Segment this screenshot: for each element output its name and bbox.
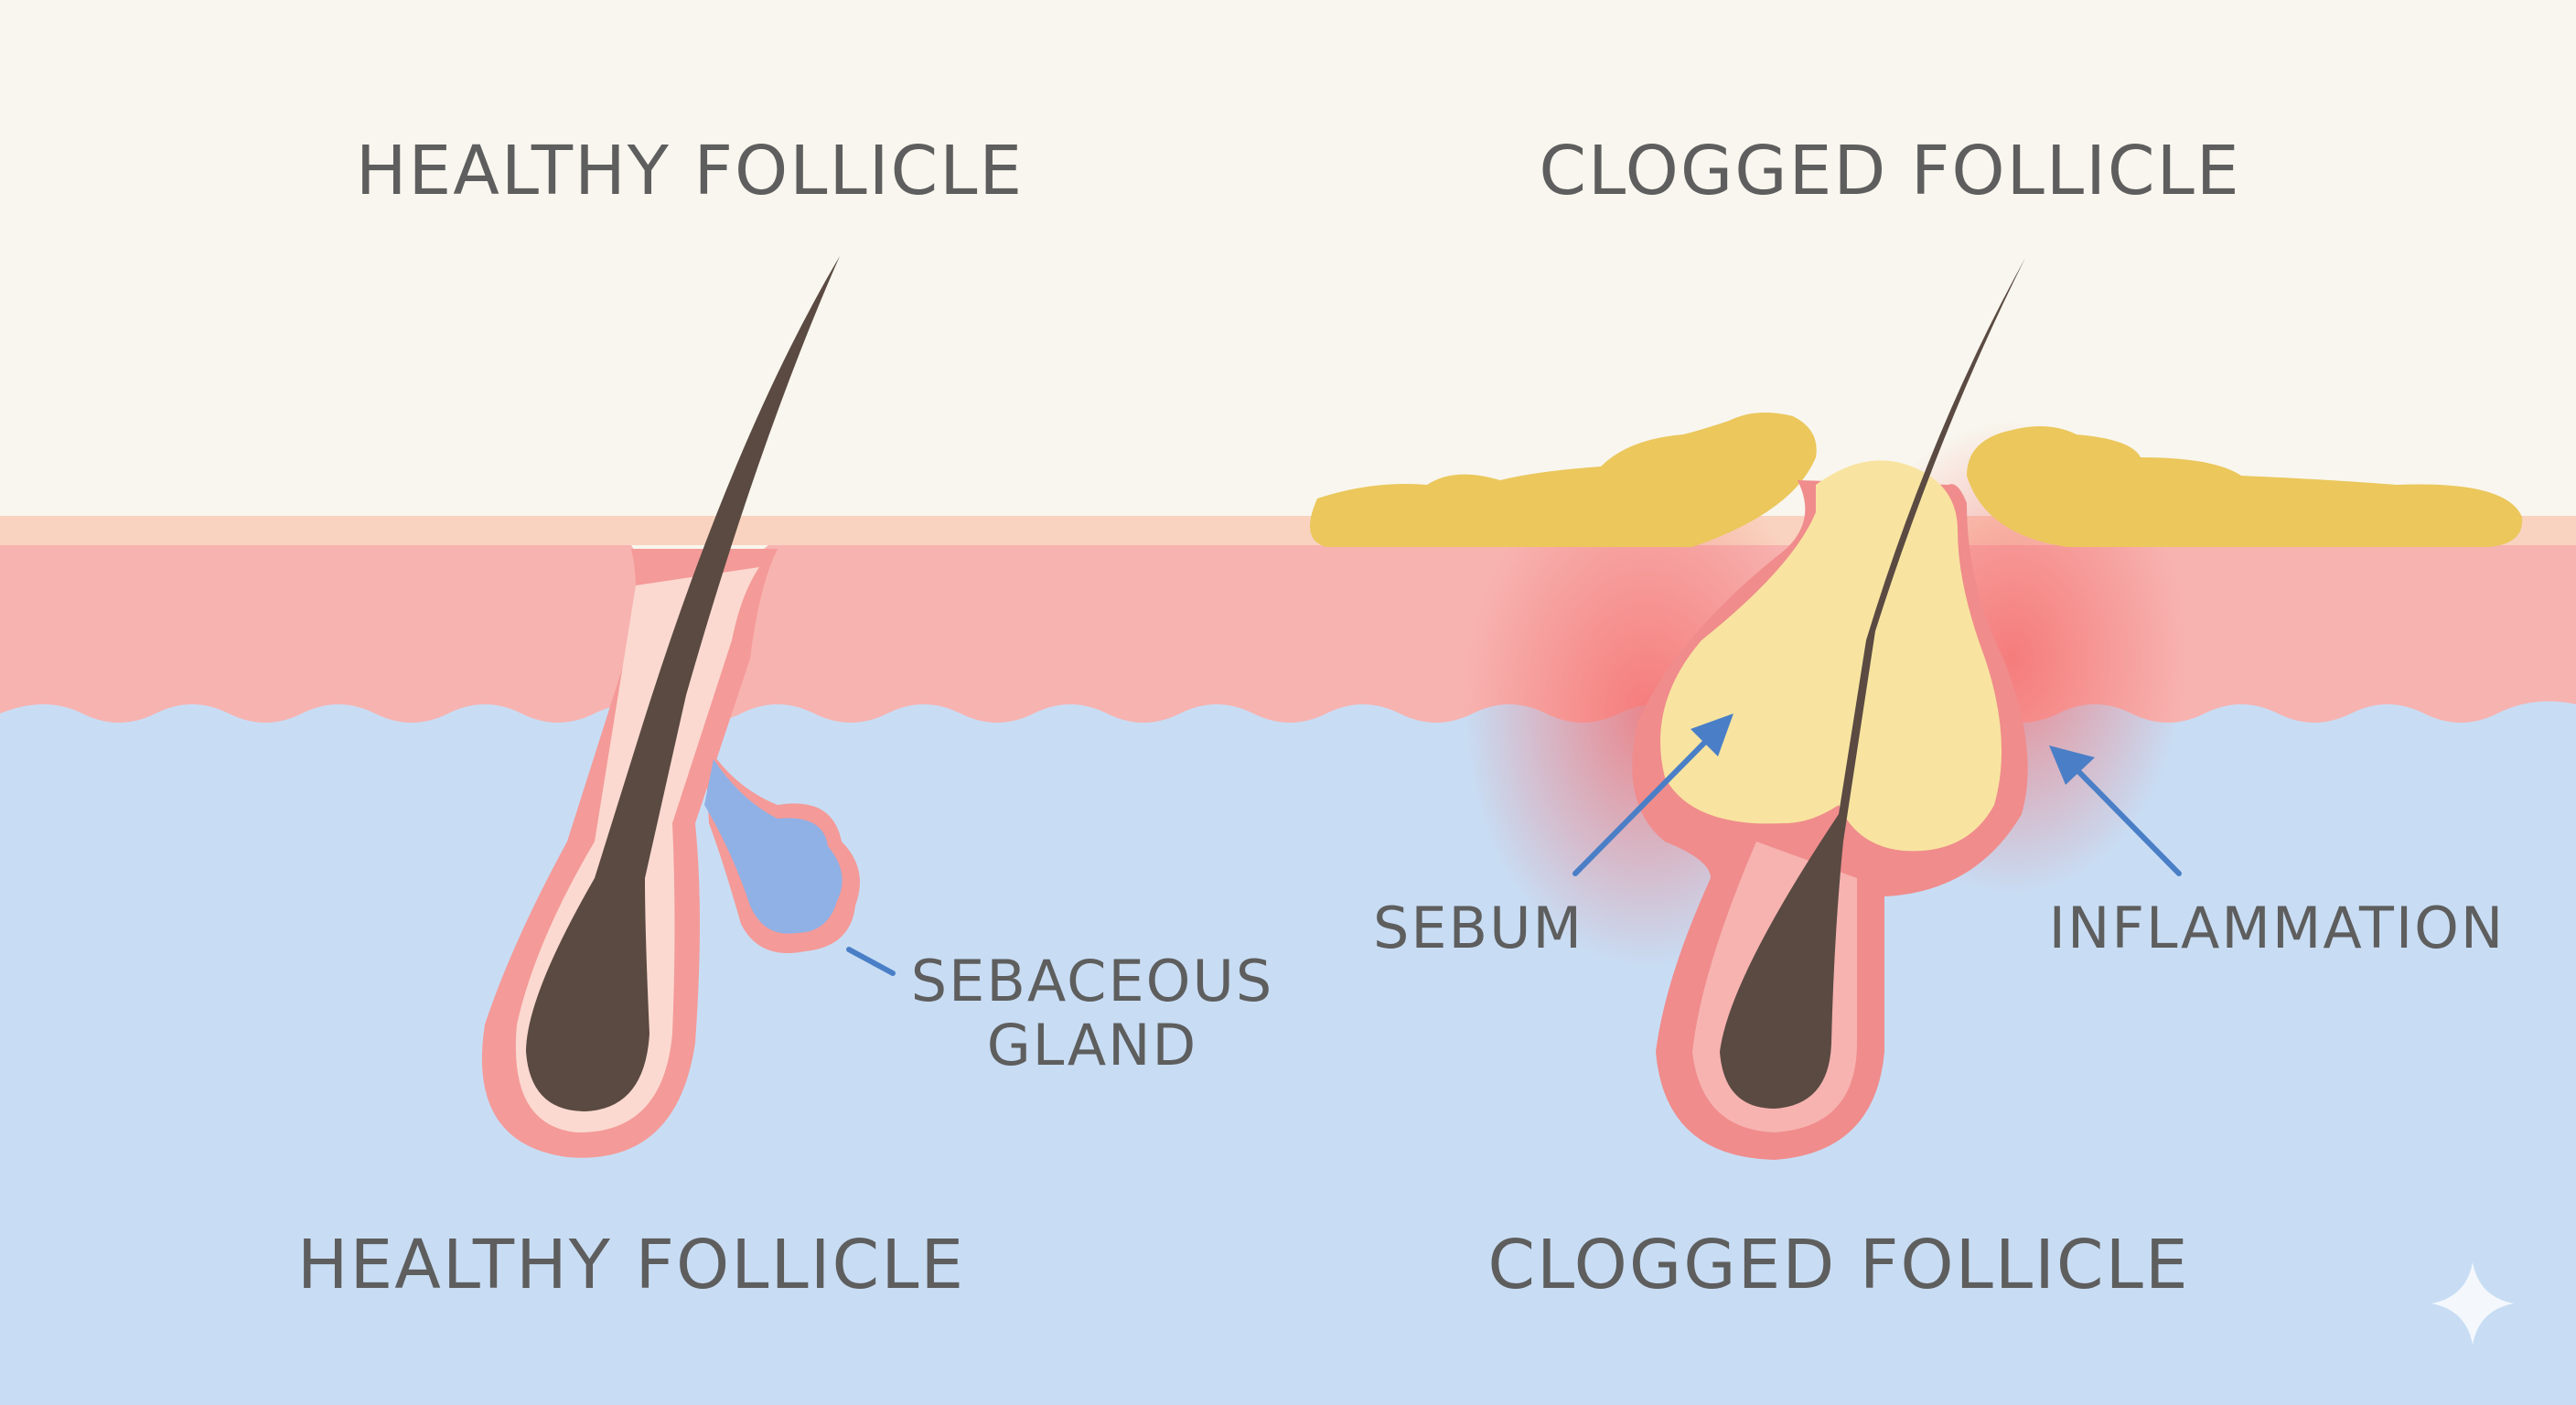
sebaceous-gland-lobe	[704, 759, 843, 934]
healthy-caption: HEALTHY FOLLICLE	[297, 1226, 965, 1304]
sebaceous-gland-label-line1: SEBACEOUS	[911, 948, 1273, 1014]
hair-shaft	[1720, 258, 2025, 1109]
gland-leader-line	[846, 947, 896, 976]
sebum-arrow	[1572, 713, 1733, 876]
inflammation-label: INFLAMMATION	[2049, 895, 2506, 961]
sparkle-icon	[2431, 1262, 2514, 1345]
sebaceous-gland-label-line2: GLAND	[987, 1012, 1198, 1078]
healthy-title: HEALTHY FOLLICLE	[356, 132, 1024, 210]
inflammation-arrow	[2049, 745, 2182, 876]
clogged-title: CLOGGED FOLLICLE	[1539, 132, 2240, 210]
crust-right	[1967, 426, 2523, 547]
healthy-follicle	[481, 256, 896, 1158]
clogged-follicle	[1310, 258, 2523, 1160]
clogged-caption: CLOGGED FOLLICLE	[1487, 1226, 2189, 1304]
hair-shaft	[526, 256, 840, 1111]
epidermis-layer	[0, 545, 2576, 723]
crust-left	[1310, 413, 1817, 547]
sebum-plug	[1660, 460, 2002, 852]
sebum-label: SEBUM	[1373, 895, 1583, 961]
